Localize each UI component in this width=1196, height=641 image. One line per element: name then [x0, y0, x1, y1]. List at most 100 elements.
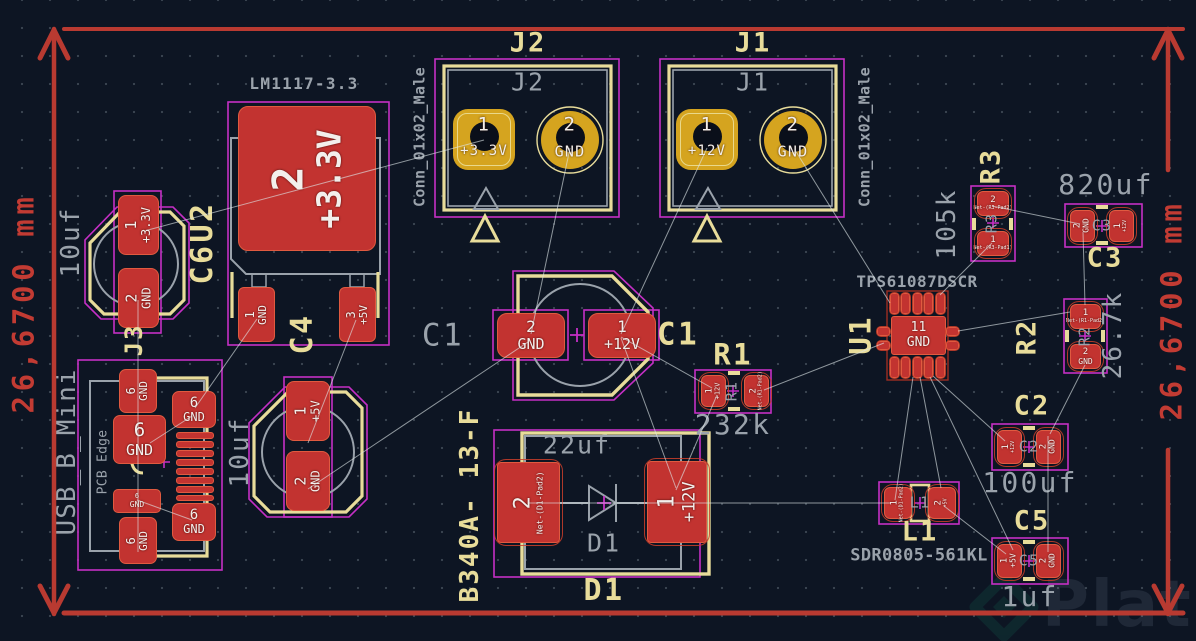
- u2-pad1[interactable]: 1 GND: [238, 287, 275, 342]
- j1-pad2-net: GND: [777, 142, 809, 161]
- u1-pad-top-5[interactable]: [935, 292, 946, 315]
- c2-fab-ref: C2: [1018, 437, 1040, 456]
- c4-pad1[interactable]: 1 +5V: [286, 381, 330, 441]
- j1-pad1[interactable]: [676, 109, 738, 170]
- c5-silk-tick-top: [1023, 540, 1035, 544]
- u1-pad-top-2[interactable]: [900, 292, 911, 315]
- l1-anchor-cross: [914, 497, 926, 509]
- dimension-label-right: 26,6700 mm: [1154, 199, 1189, 421]
- j1-fab-outline: [672, 69, 833, 207]
- u1-pad-bottom-1[interactable]: [889, 356, 900, 379]
- u1-center-pad-number: 11: [910, 319, 927, 335]
- c5-pad1[interactable]: 1 +5V: [994, 541, 1025, 581]
- c2-pad1[interactable]: 1 +12V: [994, 427, 1025, 467]
- l1-pad2[interactable]: 2 +5V: [925, 484, 959, 522]
- j2-courtyard: [434, 58, 620, 218]
- j3-pad-net: GND: [183, 409, 205, 424]
- j3-signal-pad[interactable]: [176, 495, 214, 501]
- j2-pad2-number: 2: [563, 113, 577, 136]
- d1-pad2[interactable]: 2 Net-(D1-Pad2): [494, 459, 563, 546]
- j3-pad-number: 6: [189, 507, 199, 524]
- u2-pad3[interactable]: 3 +5V: [339, 287, 376, 342]
- j1-silk-outline: [667, 64, 838, 212]
- c3-pad1[interactable]: 1 +12V: [1106, 207, 1137, 245]
- r2-pad2[interactable]: 2 GND: [1067, 341, 1104, 372]
- j3-signal-pad[interactable]: [176, 441, 214, 448]
- j2-fab-outline: [447, 69, 608, 207]
- d1-fab-ref: D1: [586, 528, 622, 558]
- dimension-arrow-right-bottom: [1151, 583, 1185, 616]
- l1-silk-ref: L1: [901, 516, 939, 548]
- c1-pad1[interactable]: 1 +12V: [588, 313, 656, 358]
- j2-pad1[interactable]: [453, 109, 515, 170]
- c6-silk-octagon: [88, 210, 186, 316]
- u1-pad-top-4[interactable]: [923, 292, 934, 315]
- r3-pad1[interactable]: 1 Net-(R3-Pad1): [973, 228, 1013, 259]
- u2-tab-pad[interactable]: 2 +3.3V: [238, 106, 376, 251]
- d1-pad1[interactable]: 1 +12V: [644, 458, 710, 546]
- c2-silk-tick-top: [1023, 426, 1035, 430]
- c3-courtyard: [1064, 203, 1143, 248]
- u1-center-pad-net: GND: [906, 334, 931, 350]
- u1-center-pad[interactable]: 11 GND: [891, 316, 946, 355]
- j3-signal-pad[interactable]: [176, 450, 214, 457]
- j2-pad2-hole: [556, 123, 585, 152]
- r2-courtyard: [1063, 298, 1108, 374]
- l1-value: SDR0805-561KL: [850, 545, 988, 566]
- u1-pad-left-1[interactable]: [876, 326, 891, 337]
- j1-silk-triangle: [691, 212, 723, 243]
- u1-pad-top-1[interactable]: [889, 292, 900, 315]
- j3-signal-pad[interactable]: [176, 477, 214, 484]
- c6-pad1[interactable]: 1 +3.3V: [118, 195, 159, 255]
- j1-pad2[interactable]: [764, 111, 822, 169]
- j3-signal-pad[interactable]: [176, 459, 214, 466]
- u1-pad-bottom-4[interactable]: [923, 356, 934, 379]
- j3-courtyard: [77, 359, 223, 571]
- c4-courtyard-octagon: [248, 386, 368, 518]
- j1-pad1-number: 1: [700, 113, 714, 136]
- r3-silk-tick-right: [1009, 218, 1013, 230]
- j3-signal-pad[interactable]: [176, 432, 214, 439]
- j3-shield-pad-bottom-right[interactable]: 6 GND: [172, 503, 216, 541]
- u1-pad-top-3[interactable]: [912, 292, 923, 315]
- r1-pad1[interactable]: 1 +12V: [698, 372, 729, 410]
- u1-pad-right-1[interactable]: [945, 326, 960, 337]
- l1-fab-ref: L1: [909, 493, 931, 512]
- j3-shield-pad-small-left[interactable]: 6 GND: [113, 489, 161, 513]
- c2-value: 100uf: [982, 466, 1078, 499]
- c1-pad1-number: 1: [617, 316, 627, 336]
- j2-pad2-silk-ring: [536, 106, 604, 174]
- c1-pad2[interactable]: 2 GND: [497, 313, 565, 358]
- u1-pad-bottom-3[interactable]: [912, 356, 923, 379]
- j2-silk-outline: [442, 64, 613, 212]
- j3-pad-number: 6: [189, 394, 199, 411]
- c4-pad2[interactable]: 2 GND: [286, 451, 330, 511]
- j2-silk-triangle: [469, 212, 501, 243]
- u1-pad-right-2[interactable]: [945, 340, 960, 351]
- u1-fab-value: TPS61087DSCR: [856, 272, 978, 291]
- r1-pad2[interactable]: 2 Net-(R1-Pad2): [741, 371, 772, 411]
- j3-signal-pad[interactable]: [176, 468, 214, 475]
- c3-pad2[interactable]: 2 GND: [1067, 207, 1098, 245]
- dimension-arrow-left-top: [37, 27, 71, 61]
- r3-outlines: [970, 185, 1016, 262]
- j2-outlines: [434, 58, 620, 243]
- j2-pad1-number: 1: [477, 113, 491, 136]
- j3-shield-pad-mid-left[interactable]: 6 GND: [113, 415, 166, 464]
- j3-signal-pad[interactable]: [176, 486, 214, 493]
- u1-pad-bottom-5[interactable]: [935, 356, 946, 379]
- j2-pad2[interactable]: [541, 111, 599, 169]
- r2-pad1[interactable]: 1 Net-(R1-Pad2): [1066, 301, 1105, 332]
- j3-shield-pad-top-right[interactable]: 6 GND: [172, 391, 216, 428]
- dimension-label-left: 26,6700 mm: [6, 192, 41, 414]
- c1-courtyard-octagon: [512, 270, 654, 401]
- d1-value: 22uf: [542, 430, 612, 460]
- c3-silk-tick-bottom: [1096, 241, 1108, 245]
- c1-pad2-number: 2: [526, 316, 536, 336]
- u1-pad-bottom-2[interactable]: [900, 356, 911, 379]
- c1-pad1-net: +12V: [603, 335, 641, 354]
- r3-pad2[interactable]: 2 Net-(R3-Pad2): [973, 188, 1013, 219]
- j2-pad1-net: +3.3V: [460, 143, 508, 159]
- j1-fab-ref: J1: [735, 67, 771, 97]
